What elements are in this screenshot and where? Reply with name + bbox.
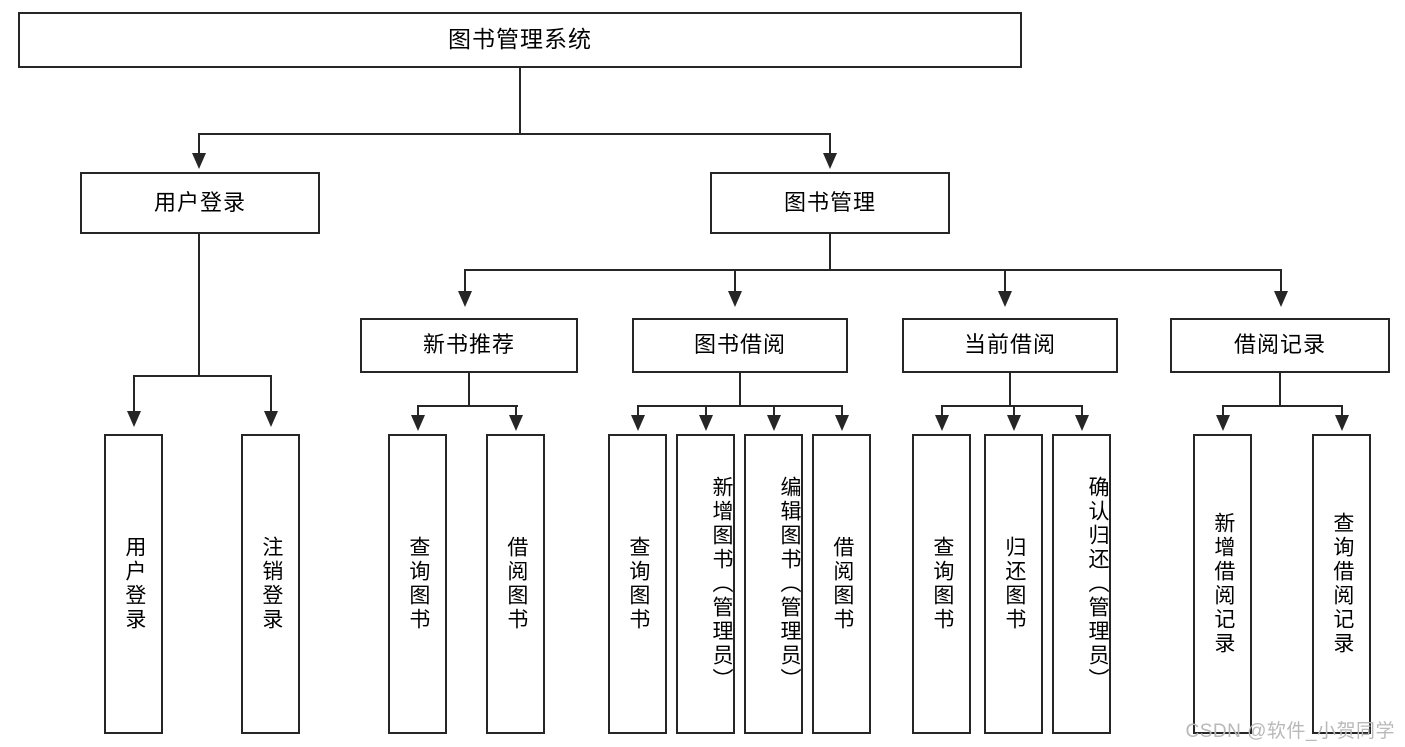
connector-borrow-drop-3 [773, 405, 775, 415]
leaf-confirm-return[interactable]: 确认归还（管理员） [1052, 434, 1111, 734]
connector-recommend-drop-1 [417, 405, 419, 415]
connector-user-login-bus [133, 375, 270, 377]
connector-borrow-stem [739, 373, 741, 406]
connector-current-drop-2 [1013, 405, 1015, 415]
arrow-to-user-login [192, 153, 206, 169]
connector-level1-drop-user [198, 133, 200, 153]
node-root-book-management-system[interactable]: 图书管理系统 [18, 12, 1022, 68]
node-new-book-recommend[interactable]: 新书推荐 [360, 318, 578, 373]
node-label: 归还图书 [1002, 536, 1026, 632]
arrow-to-leaf-add-book [699, 415, 713, 431]
connector-current-drop-1 [941, 405, 943, 415]
arrow-to-borrow-record [1274, 291, 1288, 307]
arrow-to-leaf-query-book-borrow [631, 415, 645, 431]
node-label: 借阅图书 [830, 536, 854, 632]
node-label: 编辑图书（管理员） [778, 476, 801, 692]
watermark-text: CSDN @软件_小贺同学 [1185, 721, 1395, 742]
connector-level2-bus [464, 269, 1280, 271]
connector-record-drop-1 [1222, 405, 1224, 415]
node-label: 用户登录 [153, 189, 246, 215]
connector-borrow-drop-2 [705, 405, 707, 415]
arrow-to-leaf-user-login [127, 411, 141, 427]
leaf-logout[interactable]: 注销登录 [241, 434, 300, 734]
node-borrow-record[interactable]: 借阅记录 [1170, 318, 1390, 373]
arrow-to-current-borrow [998, 291, 1012, 307]
node-user-login[interactable]: 用户登录 [80, 172, 320, 234]
arrow-to-leaf-borrow-book [835, 415, 849, 431]
connector-current-stem [1009, 373, 1011, 406]
connector-level2-drop-2 [734, 269, 736, 291]
node-label: 图书管理系统 [448, 26, 592, 53]
connector-borrow-bus [637, 405, 842, 407]
node-label: 查询借阅记录 [1330, 512, 1354, 656]
arrow-to-leaf-query-book-current [935, 415, 949, 431]
node-label: 用户登录 [122, 536, 146, 632]
node-label: 注销登录 [259, 536, 283, 632]
arrow-to-leaf-add-record [1216, 415, 1230, 431]
node-current-borrow[interactable]: 当前借阅 [902, 318, 1118, 373]
arrow-to-book-borrow [728, 291, 742, 307]
node-label: 新增图书（管理员） [710, 476, 733, 692]
leaf-edit-book[interactable]: 编辑图书（管理员） [744, 434, 803, 734]
node-label: 借阅记录 [1233, 332, 1326, 358]
leaf-add-record[interactable]: 新增借阅记录 [1193, 434, 1252, 734]
leaf-return-book[interactable]: 归还图书 [984, 434, 1043, 734]
connector-level1-bus [198, 133, 831, 135]
connector-record-bus [1222, 405, 1341, 407]
leaf-query-book-recommend[interactable]: 查询图书 [388, 434, 447, 734]
connector-user-login-drop-2 [270, 375, 272, 411]
node-label: 图书借阅 [693, 332, 786, 358]
connector-level2-drop-3 [1004, 269, 1006, 291]
connector-borrow-drop-4 [841, 405, 843, 415]
connector-root-stem [519, 68, 521, 134]
connector-current-drop-3 [1081, 405, 1083, 415]
leaf-borrow-book[interactable]: 借阅图书 [812, 434, 871, 734]
node-label: 查询图书 [626, 536, 650, 632]
leaf-borrow-book-recommend[interactable]: 借阅图书 [486, 434, 545, 734]
connector-book-management-stem [829, 234, 831, 270]
connector-borrow-drop-1 [637, 405, 639, 415]
node-label: 当前借阅 [963, 332, 1056, 358]
arrow-to-book-management [823, 153, 837, 169]
node-book-management[interactable]: 图书管理 [710, 172, 950, 234]
connector-recommend-stem [468, 373, 470, 406]
node-book-borrow[interactable]: 图书借阅 [632, 318, 848, 373]
leaf-add-book[interactable]: 新增图书（管理员） [676, 434, 735, 734]
connector-record-stem [1279, 373, 1281, 406]
leaf-query-record[interactable]: 查询借阅记录 [1312, 434, 1371, 734]
node-label: 查询图书 [406, 536, 430, 632]
arrow-to-leaf-edit-book [767, 415, 781, 431]
arrow-to-leaf-logout [264, 411, 278, 427]
leaf-user-login[interactable]: 用户登录 [104, 434, 163, 734]
connector-user-login-drop-1 [133, 375, 135, 411]
connector-level2-drop-1 [464, 269, 466, 291]
node-label: 新增借阅记录 [1211, 512, 1235, 656]
leaf-query-book-borrow[interactable]: 查询图书 [608, 434, 667, 734]
node-label: 新书推荐 [422, 332, 515, 358]
arrow-to-leaf-confirm-return [1075, 415, 1089, 431]
arrow-to-leaf-query-record [1335, 415, 1349, 431]
connector-level1-drop-book [829, 133, 831, 153]
node-label: 借阅图书 [504, 536, 528, 632]
node-label: 查询图书 [930, 536, 954, 632]
connector-user-login-stem [198, 234, 200, 376]
node-label: 图书管理 [783, 189, 876, 215]
arrow-to-leaf-borrow-book-recommend [509, 415, 523, 431]
connector-recommend-bus [417, 405, 518, 407]
connector-level2-drop-4 [1280, 269, 1282, 291]
arrow-to-leaf-query-book-recommend [411, 415, 425, 431]
connector-current-bus [941, 405, 1083, 407]
leaf-query-book-current[interactable]: 查询图书 [912, 434, 971, 734]
arrow-to-leaf-return-book [1007, 415, 1021, 431]
node-label: 确认归还（管理员） [1086, 476, 1109, 692]
connector-recommend-drop-2 [515, 405, 517, 415]
arrow-to-new-book-recommend [458, 291, 472, 307]
connector-record-drop-2 [1341, 405, 1343, 415]
